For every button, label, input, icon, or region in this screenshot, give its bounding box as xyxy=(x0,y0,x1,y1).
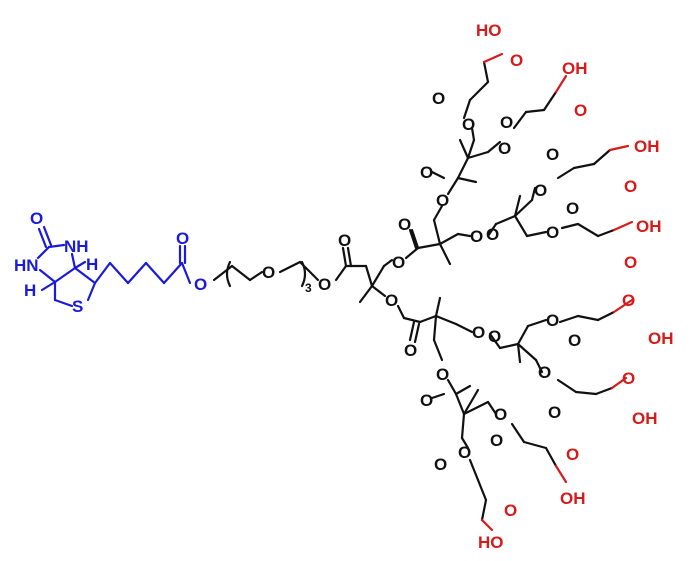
biotin-labels: O NH HN H H S O O xyxy=(14,209,207,316)
dendron-oxygen: O xyxy=(546,223,559,242)
dendron-oxygen: O xyxy=(420,163,433,182)
dendron-oxygen: O xyxy=(494,405,507,424)
biotin-h-right: H xyxy=(86,255,98,274)
dendron-oxygen: O xyxy=(434,455,447,474)
acid-carbonyl-oxygen: O xyxy=(504,501,517,520)
acid-oh: OH xyxy=(562,59,588,78)
acid-oh: OH xyxy=(636,217,662,236)
dendron-oxygen: O xyxy=(462,115,475,134)
dendron-oxygen: O xyxy=(566,199,579,218)
acid-carbonyl-oxygen: O xyxy=(566,445,579,464)
biotin-group xyxy=(36,225,192,308)
dendron-oxygen: O xyxy=(385,291,398,310)
biotin-ester-carbonyl-oxygen: O xyxy=(176,229,189,248)
dendron-oxygen: O xyxy=(548,403,561,422)
biotin-ester-oxygen: O xyxy=(194,275,207,294)
dendron-oxygen: O xyxy=(470,227,483,246)
dendron-oxygen-labels: O O O O O O O O O O O O O O O O O O O O … xyxy=(385,89,581,474)
dendron-oxygen: O xyxy=(546,145,559,164)
dendron-oxygen: O xyxy=(436,191,449,210)
upper-dendron xyxy=(404,126,548,266)
lower-dendron xyxy=(396,296,548,450)
acid-carbonyl-oxygen: O xyxy=(624,177,637,196)
dendron-oxygen: O xyxy=(436,365,449,384)
dendron-oxygen: O xyxy=(546,311,559,330)
dendron-oxygen: O xyxy=(538,363,551,382)
dendron-oxygen: O xyxy=(420,391,433,410)
core-carbonyl-oxygen: O xyxy=(338,231,351,250)
acid-carbonyl-oxygen: O xyxy=(622,291,635,310)
acid-carbonyl-oxygen: O xyxy=(624,253,637,272)
dendron-oxygen: O xyxy=(398,215,411,234)
biotin-h-left: H xyxy=(24,281,36,300)
dendron-oxygen: O xyxy=(500,113,513,132)
acid-labels: HO O OH O OH O OH O O OH O OH O OH O HO xyxy=(476,21,674,552)
peg-labels: O 3 O O xyxy=(262,231,351,295)
dendron-oxygen: O xyxy=(432,89,445,108)
acid-oh: OH xyxy=(632,409,658,428)
acid-carbonyl-oxygen: O xyxy=(574,101,587,120)
dendron-oxygen: O xyxy=(458,443,471,462)
dendron-oxygen: O xyxy=(486,225,499,244)
biotin-hn-left: HN xyxy=(14,256,39,275)
biotin-carbonyl-oxygen: O xyxy=(30,209,43,228)
dendron-oxygen: O xyxy=(568,331,581,350)
acid-oh: OH xyxy=(634,137,660,156)
acid-ho: HO xyxy=(478,533,504,552)
dendron-oxygen: O xyxy=(488,327,501,346)
peg-ether-oxygen: O xyxy=(262,263,275,282)
acid-oh: OH xyxy=(560,489,586,508)
acid-bonds xyxy=(480,52,634,532)
peg-linker xyxy=(212,246,394,304)
acid-carbonyl-oxygen: O xyxy=(622,369,635,388)
acid-oh: OH xyxy=(648,329,674,348)
biotin-nh-top: NH xyxy=(64,237,89,256)
dendron-oxygen: O xyxy=(472,323,485,342)
acid-ho: HO xyxy=(476,21,502,40)
acid-carbonyl-oxygen: O xyxy=(510,51,523,70)
dendron-oxygen: O xyxy=(490,431,503,450)
peg-repeat-count: 3 xyxy=(305,281,312,295)
peg-end-oxygen: O xyxy=(318,275,331,294)
dendron-oxygen: O xyxy=(534,181,547,200)
dendron-oxygen: O xyxy=(392,253,405,272)
succinate-arms xyxy=(462,60,616,522)
dendron-oxygen: O xyxy=(498,139,511,158)
dendron-oxygen: O xyxy=(404,341,417,360)
biotin-sulfur: S xyxy=(72,297,83,316)
